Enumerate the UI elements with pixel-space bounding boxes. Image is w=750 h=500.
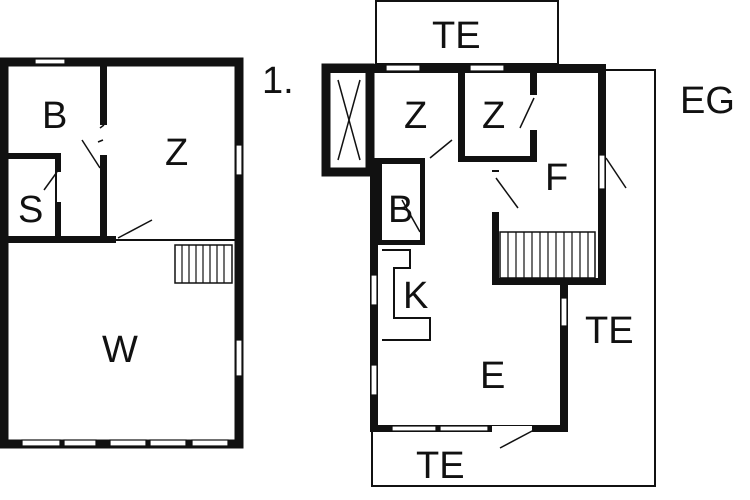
window	[598, 154, 606, 190]
window	[21, 439, 61, 447]
window	[385, 64, 421, 72]
window	[149, 439, 187, 447]
room-label-e: E	[480, 355, 505, 397]
window	[469, 64, 505, 72]
wall	[492, 170, 499, 285]
window	[370, 364, 378, 396]
window	[370, 274, 378, 306]
room-label-z1: Z	[404, 95, 427, 137]
room-label-k: K	[403, 275, 428, 317]
floor-name: EG	[680, 80, 735, 122]
room-label-te-bottom: TE	[416, 445, 465, 487]
wall	[420, 164, 425, 245]
room-label-b: B	[388, 189, 413, 231]
wall	[378, 164, 382, 244]
right-floor-plan: 1. EG	[262, 0, 735, 487]
room-label-b: B	[42, 95, 67, 137]
wall	[378, 240, 424, 245]
room-label-s: S	[18, 189, 43, 231]
window	[191, 439, 229, 447]
kitchen-counter	[382, 249, 431, 341]
room-label-z2: Z	[482, 95, 505, 137]
window	[109, 439, 147, 447]
wall	[492, 278, 606, 285]
window	[235, 339, 243, 377]
window	[235, 144, 243, 176]
window	[34, 58, 66, 65]
room-label-w: W	[102, 329, 138, 371]
floor-number: 1.	[262, 60, 294, 102]
window	[63, 439, 97, 447]
window	[560, 297, 568, 327]
room-label-te-right: TE	[585, 310, 634, 352]
window	[439, 425, 489, 432]
left-floor-plan: B S Z W	[0, 57, 244, 449]
window	[391, 425, 437, 432]
terrace-outline	[371, 69, 656, 487]
staircase	[499, 231, 596, 279]
shaft	[321, 63, 375, 177]
wall	[370, 158, 458, 164]
staircase	[174, 244, 233, 284]
wall	[8, 153, 61, 159]
wall	[458, 64, 465, 162]
room-label-z: Z	[165, 132, 188, 174]
room-label-f: F	[545, 157, 568, 199]
room-label-te-top: TE	[432, 15, 481, 57]
wall	[465, 156, 537, 162]
wall	[560, 282, 568, 432]
